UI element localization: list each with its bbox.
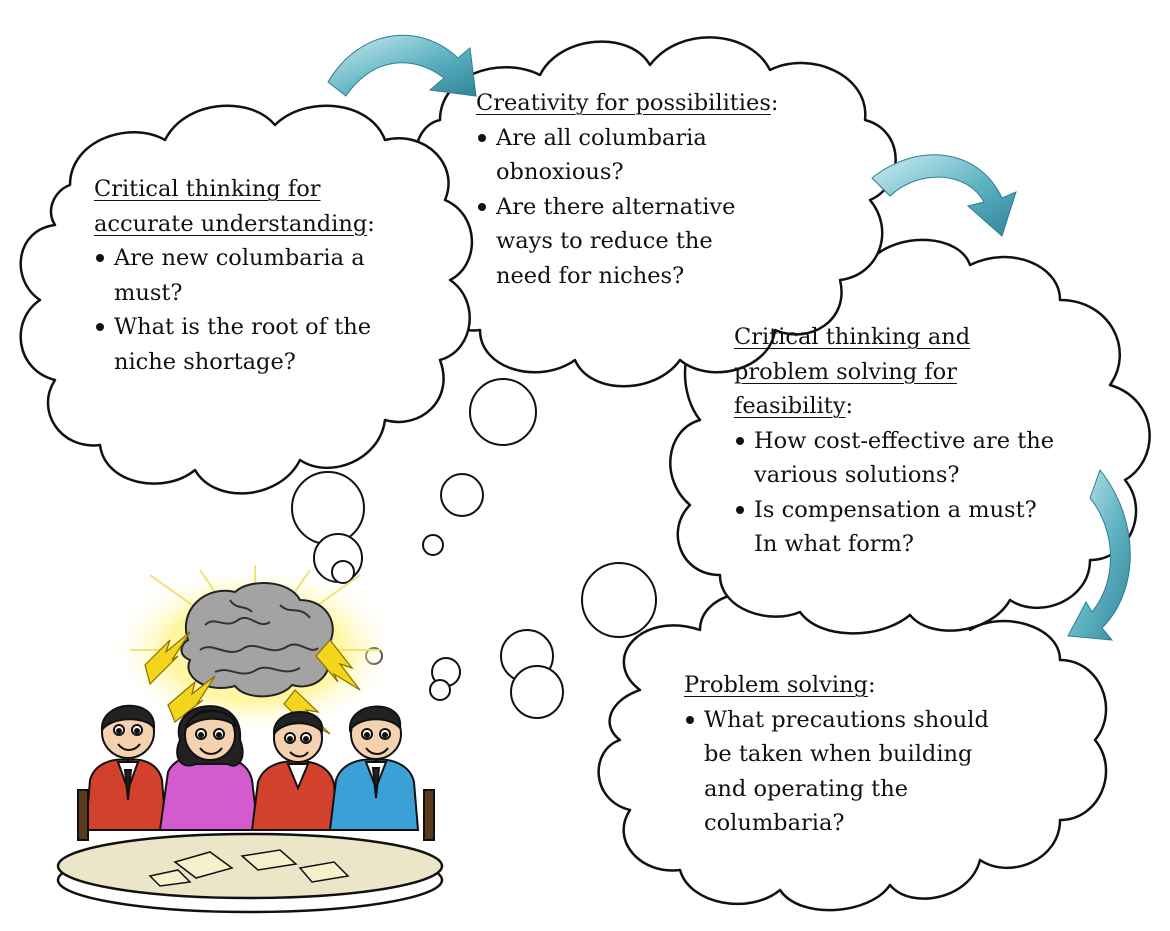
heading-suffix: : [367, 210, 375, 237]
cloud-text-understanding: Critical thinking for accurate understan… [94, 172, 394, 379]
cloud-understanding [19, 104, 474, 495]
arrow-icon [871, 154, 1017, 237]
bullet-item: What is the root of the niche shortage? [94, 310, 394, 379]
bullet-item: How cost-effective are the various solut… [734, 424, 1064, 493]
bullet-list: How cost-effective are the various solut… [734, 424, 1064, 562]
heading-suffix: : [867, 672, 876, 698]
cloud-heading-text: Critical thinking and problem solving fo… [734, 324, 971, 419]
arrow-icon [1067, 468, 1131, 641]
bullet-list: What precautions should be taken when bu… [684, 703, 1014, 841]
bullet-item: Are there alternative ways to reduce the… [476, 190, 756, 294]
table-icon [56, 832, 444, 914]
cloud-text-creativity: Creativity for possibilities: Are all co… [476, 86, 796, 293]
bullet-item: Are new columbaria a must? [94, 241, 394, 310]
arrow-icon [327, 34, 477, 97]
cloud-heading: Creativity for possibilities: [476, 86, 796, 121]
people-icon [77, 704, 435, 841]
bullet-item: Are all columbaria obnoxious? [476, 121, 726, 190]
cloud-heading-text: Problem solving [684, 672, 868, 698]
cloud-heading: Problem solving: [684, 668, 1014, 703]
cloud-heading: Critical thinking for accurate understan… [94, 172, 394, 241]
thought-bubbles [291, 378, 657, 719]
cloud-heading-text: Creativity for possibilities [476, 90, 771, 116]
heading-suffix: : [770, 90, 779, 116]
cloud-text-feasibility: Critical thinking and problem solving fo… [734, 320, 1064, 562]
bullet-item: What precautions should be taken when bu… [684, 703, 994, 841]
cloud-heading: Critical thinking and problem solving fo… [734, 320, 984, 424]
cloud-heading-text: Critical thinking for accurate understan… [94, 176, 368, 237]
bullet-list: Are new columbaria a must? What is the r… [94, 241, 394, 379]
bullet-list: Are all columbaria obnoxious? Are there … [476, 121, 756, 294]
bullet-item: Is compensation a must? In what form? [734, 493, 1054, 562]
cloud-feasibility [669, 238, 1151, 635]
cloud-text-problem-solving: Problem solving: What precautions should… [684, 668, 1014, 841]
heading-suffix: : [845, 393, 854, 419]
brain-icon [110, 565, 400, 735]
